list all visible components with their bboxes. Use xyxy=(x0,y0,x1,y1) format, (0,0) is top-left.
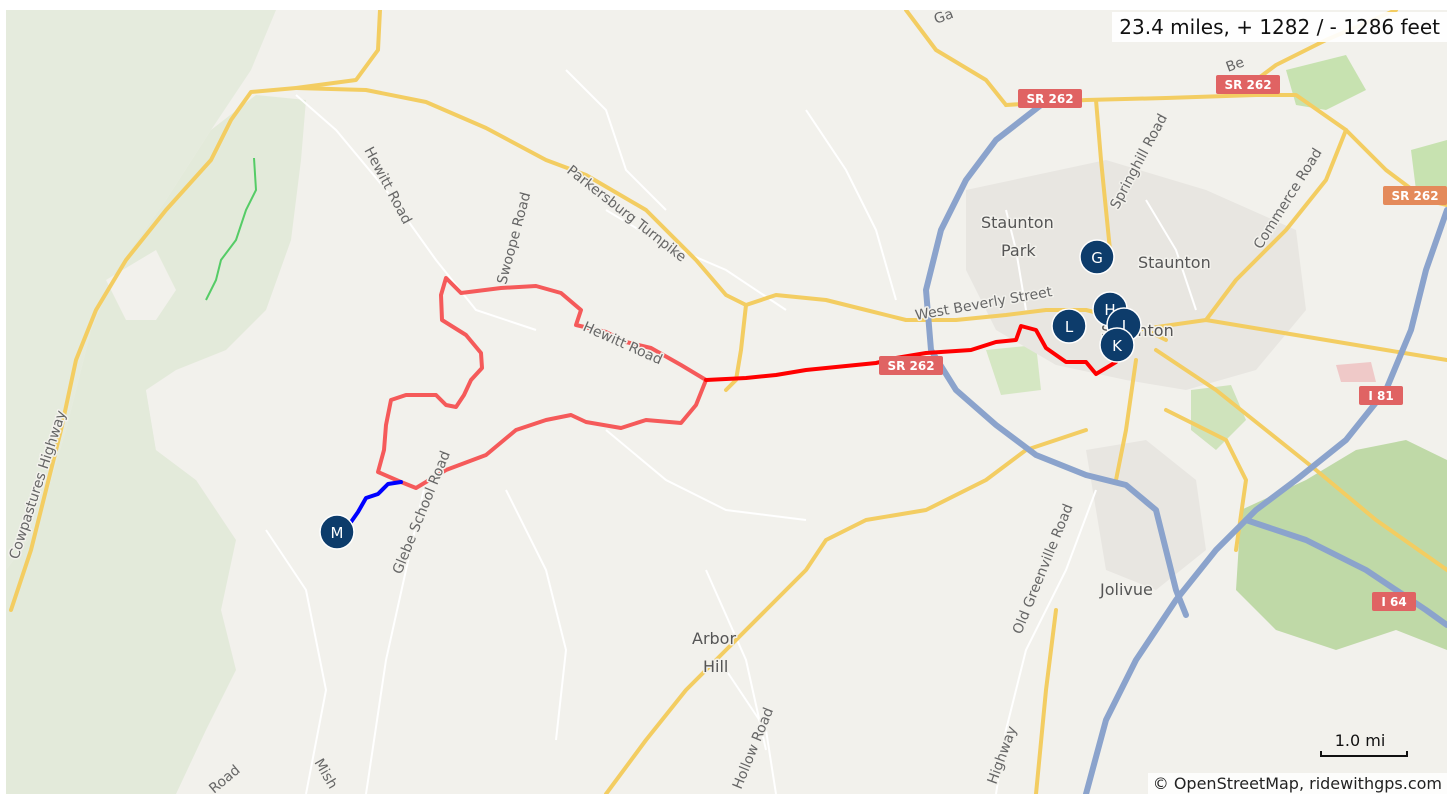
shield-i64: I 64 xyxy=(1372,592,1416,611)
clearing-area xyxy=(106,250,176,320)
forest-area-west xyxy=(6,10,276,570)
road-east xyxy=(1134,318,1447,362)
road-label: Ga xyxy=(932,10,956,28)
minor-road xyxy=(505,489,568,741)
map-canvas[interactable]: Staunton Park Staunton Staunton Jolivue … xyxy=(6,10,1447,794)
road-lee-highway xyxy=(1034,608,1058,794)
urban-area xyxy=(966,160,1306,390)
place-label: Hill xyxy=(703,657,728,676)
interstate-i81 xyxy=(1083,207,1447,794)
svg-text:I 64: I 64 xyxy=(1381,595,1406,609)
road-label: Highway xyxy=(985,724,1021,786)
road-south-southwest xyxy=(604,428,1088,794)
minor-roads-layer xyxy=(265,69,1197,794)
minor-road xyxy=(565,69,667,211)
clearing-area-2 xyxy=(146,385,241,480)
shield-sr262: SR 262 xyxy=(1018,89,1082,108)
scale-bar: 1.0 mi xyxy=(1315,731,1408,759)
minor-road xyxy=(295,94,537,331)
park-area-city xyxy=(1191,385,1246,450)
marker-m[interactable]: M xyxy=(319,514,355,550)
scale-label: 1.0 mi xyxy=(1334,731,1386,750)
route-markers[interactable]: G H I L K M xyxy=(319,239,1142,550)
road-west-beverly xyxy=(724,303,748,392)
road-label: Mish xyxy=(311,756,341,792)
route-summary: 23.4 miles, + 1282 / - 1286 feet xyxy=(1112,12,1447,42)
place-label: Staunton xyxy=(1138,253,1211,272)
svg-text:L: L xyxy=(1065,318,1074,336)
road-label: Hollow Road xyxy=(730,705,777,791)
place-label: Staunton xyxy=(981,213,1054,232)
place-label: Arbor xyxy=(692,629,736,648)
park-area-e xyxy=(1411,140,1447,200)
minor-road xyxy=(605,429,807,521)
svg-text:M: M xyxy=(331,524,344,542)
road-north-route xyxy=(9,10,382,612)
interstate-i64 xyxy=(1243,517,1447,628)
shield-sr262: SR 262 xyxy=(879,356,943,375)
road-label: Hewitt Road xyxy=(580,319,664,368)
marker-g[interactable]: G xyxy=(1079,239,1115,275)
route-segment-faded-south xyxy=(399,378,708,490)
svg-text:I 81: I 81 xyxy=(1368,389,1393,403)
interstate-bypass xyxy=(923,102,1189,618)
road-top xyxy=(904,10,1008,107)
map-attribution[interactable]: © OpenStreetMap, ridewithgps.com xyxy=(1147,773,1447,794)
road-commerce xyxy=(1204,128,1348,322)
svg-text:SR 262: SR 262 xyxy=(1224,78,1271,92)
svg-text:SR 262: SR 262 xyxy=(887,359,934,373)
route-segment-main xyxy=(704,324,1118,382)
park-area-ne xyxy=(1286,55,1366,110)
svg-text:K: K xyxy=(1112,337,1123,355)
place-labels: Staunton Park Staunton Staunton Jolivue … xyxy=(691,212,1213,678)
trail-path xyxy=(205,157,258,301)
svg-text:I: I xyxy=(1122,317,1126,335)
route-segment-faded xyxy=(376,276,708,484)
minor-road xyxy=(1145,199,1197,311)
minor-road xyxy=(725,669,777,794)
road-label: Glebe School Road xyxy=(390,449,454,577)
road-label: Be xyxy=(1224,54,1247,75)
svg-text:G: G xyxy=(1091,249,1103,267)
road-label: Road xyxy=(206,762,243,794)
svg-text:SR 262: SR 262 xyxy=(1391,189,1438,203)
marker-l[interactable]: L xyxy=(1051,308,1087,344)
road-parkersburg-turnpike xyxy=(294,86,908,322)
shield-i81: I 81 xyxy=(1359,386,1403,405)
road-southeast xyxy=(1154,348,1447,572)
map-view[interactable]: Staunton Park Staunton Staunton Jolivue … xyxy=(6,10,1447,794)
interstate-layer xyxy=(923,102,1447,794)
minor-road xyxy=(995,489,1097,794)
road-old-greenville xyxy=(1114,358,1138,482)
road-east-2 xyxy=(1164,408,1248,552)
svg-text:H: H xyxy=(1104,301,1115,319)
road-label: Swoope Road xyxy=(494,191,534,286)
industrial-area xyxy=(1336,362,1376,382)
forest-area-southeast xyxy=(1236,440,1447,650)
marker-k[interactable]: K xyxy=(1099,327,1135,363)
urban-area-south xyxy=(1086,440,1206,590)
route-layer xyxy=(334,276,1118,532)
place-label: Jolivue xyxy=(1099,580,1153,599)
road-label: Parkersburg Turnpike xyxy=(564,163,689,266)
shield-sr262: SR 262 xyxy=(1383,186,1447,205)
forest-area-ridge xyxy=(6,95,306,794)
svg-text:SR 262: SR 262 xyxy=(1026,92,1073,106)
route-shields: SR 262 SR 262 SR 262 SR 262 I 81 I 64 xyxy=(879,75,1447,611)
park-area-south xyxy=(986,345,1041,395)
place-label: Park xyxy=(1001,241,1036,260)
scale-line xyxy=(1320,751,1408,757)
road-springhill xyxy=(1094,98,1113,262)
road-label: Hewitt Road xyxy=(360,144,414,227)
minor-road xyxy=(805,109,897,301)
minor-road xyxy=(365,479,427,794)
minor-road xyxy=(1005,209,1027,311)
minor-road xyxy=(265,529,328,794)
shield-sr262: SR 262 xyxy=(1216,75,1280,94)
